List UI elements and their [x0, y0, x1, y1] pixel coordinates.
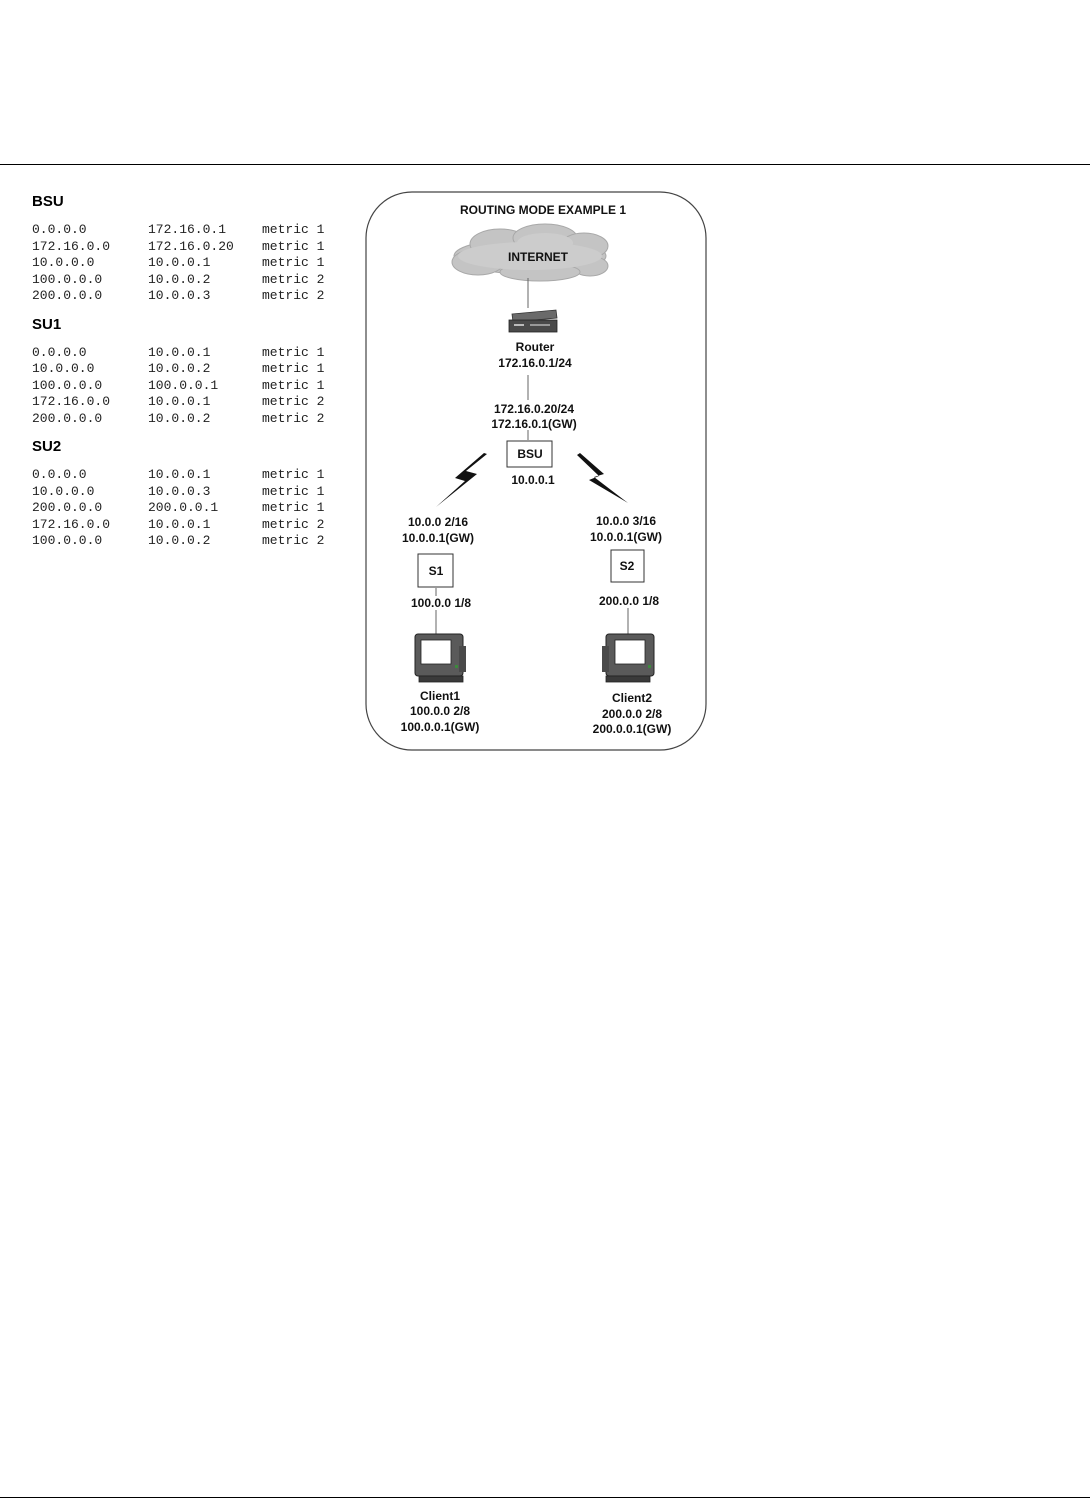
header-rule — [0, 164, 1090, 165]
client1-gw: 100.0.0.1(GW) — [401, 720, 480, 734]
su1-lan-ip: 100.0.0 1/8 — [411, 596, 471, 610]
router-ip: 172.16.0.1/24 — [498, 356, 572, 370]
su2-wan-gw: 10.0.0.1(GW) — [590, 530, 662, 544]
su2-wan-ip: 10.0.0 3/16 — [596, 514, 656, 528]
internet-cloud-icon — [451, 223, 609, 282]
diagram-title: ROUTING MODE EXAMPLE 1 — [460, 203, 626, 217]
su1-wan-gw: 10.0.0.1(GW) — [402, 531, 474, 545]
router-name: Router — [516, 340, 555, 354]
table-title: BSU — [32, 193, 64, 210]
client2-ip: 200.0.0 2/8 — [602, 707, 662, 721]
wireless-link-right-icon — [577, 453, 628, 503]
su1-wan-ip: 10.0.0 2/16 — [408, 515, 468, 529]
bsu-wan-ip: 172.16.0.20/24 — [494, 402, 574, 416]
internet-label: INTERNET — [508, 250, 569, 264]
client1-computer-icon — [414, 633, 466, 683]
client2-gw: 200.0.0.1(GW) — [593, 722, 672, 736]
network-diagram: ROUTING MODE EXAMPLE 1 INTERNET Router 1… — [365, 191, 707, 751]
client1-name: Client1 — [420, 689, 460, 703]
su2-box — [610, 549, 645, 583]
table-title: SU2 — [32, 438, 62, 455]
footer-rule — [0, 1497, 1090, 1498]
client2-name: Client2 — [612, 691, 652, 705]
table-title: SU1 — [32, 315, 62, 333]
diagram-frame — [365, 191, 707, 751]
bsu-lan-ip: 10.0.0.1 — [511, 473, 555, 487]
bsu-box — [506, 440, 553, 468]
bsu-wan-gw: 172.16.0.1(GW) — [491, 417, 576, 431]
router-icon — [508, 309, 558, 333]
client1-ip: 100.0.0 2/8 — [410, 704, 470, 718]
bsu-label: BSU — [517, 447, 542, 461]
su1-box — [417, 553, 454, 588]
su2-lan-ip: 200.0.0 1/8 — [599, 594, 659, 608]
su2-label: S2 — [620, 559, 635, 573]
client2-computer-icon — [602, 633, 655, 683]
su1-label: S1 — [429, 564, 444, 578]
